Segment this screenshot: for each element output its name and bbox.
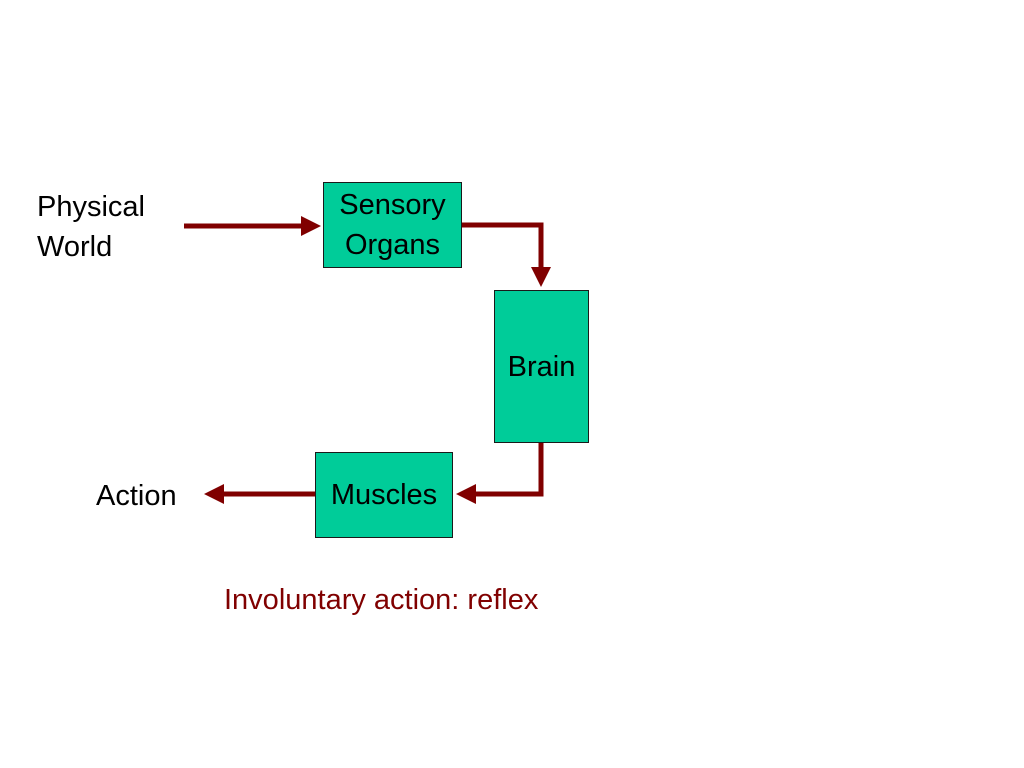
action-label: Action — [96, 480, 177, 512]
physical-world-line1: Physical — [37, 191, 145, 223]
caption: Involuntary action: reflex — [224, 584, 539, 616]
physical-world-line2: World — [37, 231, 113, 263]
arrow-brain-to-muscles — [456, 443, 544, 504]
brain-box: Brain — [494, 290, 589, 443]
muscles-box: Muscles — [315, 452, 453, 538]
sensory-organs-line2: Organs — [344, 229, 441, 261]
arrow-sensory-to-brain — [462, 222, 551, 287]
sensory-organs-line1: Sensory — [339, 189, 446, 221]
muscles-label: Muscles — [330, 479, 438, 511]
brain-label: Brain — [507, 350, 576, 383]
sensory-organs-box: Sensory Organs — [323, 182, 462, 268]
physical-world-label: Physical World — [37, 187, 145, 267]
